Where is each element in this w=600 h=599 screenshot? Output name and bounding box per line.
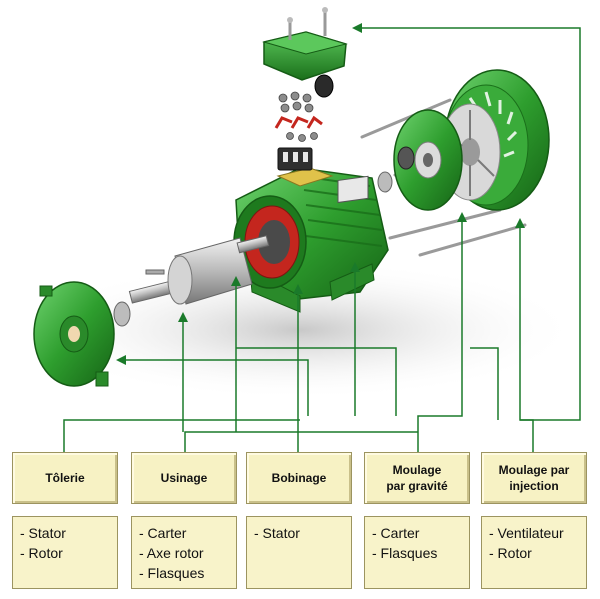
header-usinage: Usinage: [131, 452, 237, 504]
list-tolerie: - Stator - Rotor: [12, 516, 118, 589]
header-moulage-gravite: Moulage par gravité: [364, 452, 470, 504]
list-item: - Axe rotor: [139, 545, 204, 561]
connector-lines: [63, 27, 581, 452]
list-item: - Flasques: [139, 565, 205, 581]
front-end-shield: [33, 281, 115, 387]
front-bearing: [113, 301, 131, 327]
list-item: - Flasques: [372, 545, 438, 561]
list-item: - Rotor: [20, 545, 63, 561]
list-bobinage: - Stator: [246, 516, 352, 589]
list-item: - Carter: [372, 525, 420, 541]
header-bobinage: Bobinage: [246, 452, 352, 504]
connector-arrowheads: [116, 23, 525, 365]
list-moulage-gravite: - Carter - Flasques: [364, 516, 470, 589]
list-item: - Stator: [20, 525, 66, 541]
list-usinage: - Carter - Axe rotor - Flasques: [131, 516, 237, 589]
header-tolerie: Tôlerie: [12, 452, 118, 504]
rear-end-shield: [377, 109, 463, 211]
rotor-shaft: [128, 235, 270, 305]
motor-housing: [233, 147, 389, 313]
list-moulage-injection: - Ventilateur - Rotor: [481, 516, 587, 589]
terminal-box-cover: [262, 7, 348, 81]
list-item: - Stator: [254, 525, 300, 541]
list-item: - Rotor: [489, 545, 532, 561]
list-item: - Carter: [139, 525, 187, 541]
list-item: - Ventilateur: [489, 525, 564, 541]
terminal-hardware: [274, 74, 334, 142]
header-moulage-injection: Moulage par injection: [481, 452, 587, 504]
